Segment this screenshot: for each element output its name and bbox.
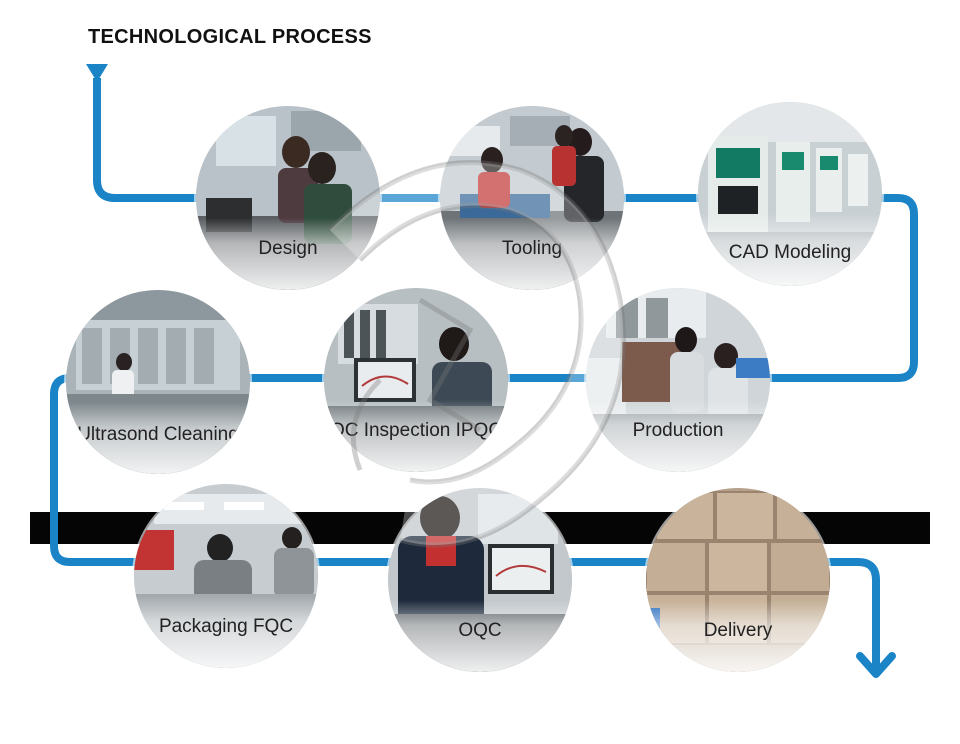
step-packaging-fqc: Packaging FQC (134, 484, 318, 668)
step-tooling: Tooling (440, 106, 624, 290)
step-production: Production (586, 288, 770, 472)
start-arrow-icon (86, 64, 108, 82)
step-label: Delivery (703, 620, 773, 641)
step-label: CAD Modeling (728, 242, 852, 263)
label-backdrop (134, 596, 318, 668)
step-design: Design (196, 106, 380, 290)
step-label: QC Inspection IPQC (329, 420, 503, 441)
label-backdrop (66, 402, 250, 474)
step-label: Production (632, 420, 724, 441)
label-backdrop (646, 600, 830, 672)
end-arrow-icon (856, 652, 896, 678)
step-cad-modeling: CAD Modeling (698, 102, 882, 286)
label-backdrop (440, 218, 624, 290)
step-label: Tooling (501, 238, 563, 259)
step-label: Design (258, 238, 318, 259)
label-backdrop (698, 214, 882, 286)
step-oqc: OQC (388, 488, 572, 672)
step-label: Ultrasond Cleaning (77, 424, 239, 445)
step-delivery: Delivery (646, 488, 830, 672)
step-label: OQC (458, 620, 502, 641)
step-qc-inspection-ipqc: QC Inspection IPQC (324, 288, 508, 472)
label-backdrop (586, 400, 770, 472)
label-backdrop (196, 218, 380, 290)
step-ultrasond-cleaning: Ultrasond Cleaning (66, 290, 250, 474)
page-title: TECHNOLOGICAL PROCESS (88, 26, 372, 48)
label-backdrop (324, 400, 508, 472)
label-backdrop (388, 600, 572, 672)
step-label: Packaging FQC (158, 616, 294, 637)
